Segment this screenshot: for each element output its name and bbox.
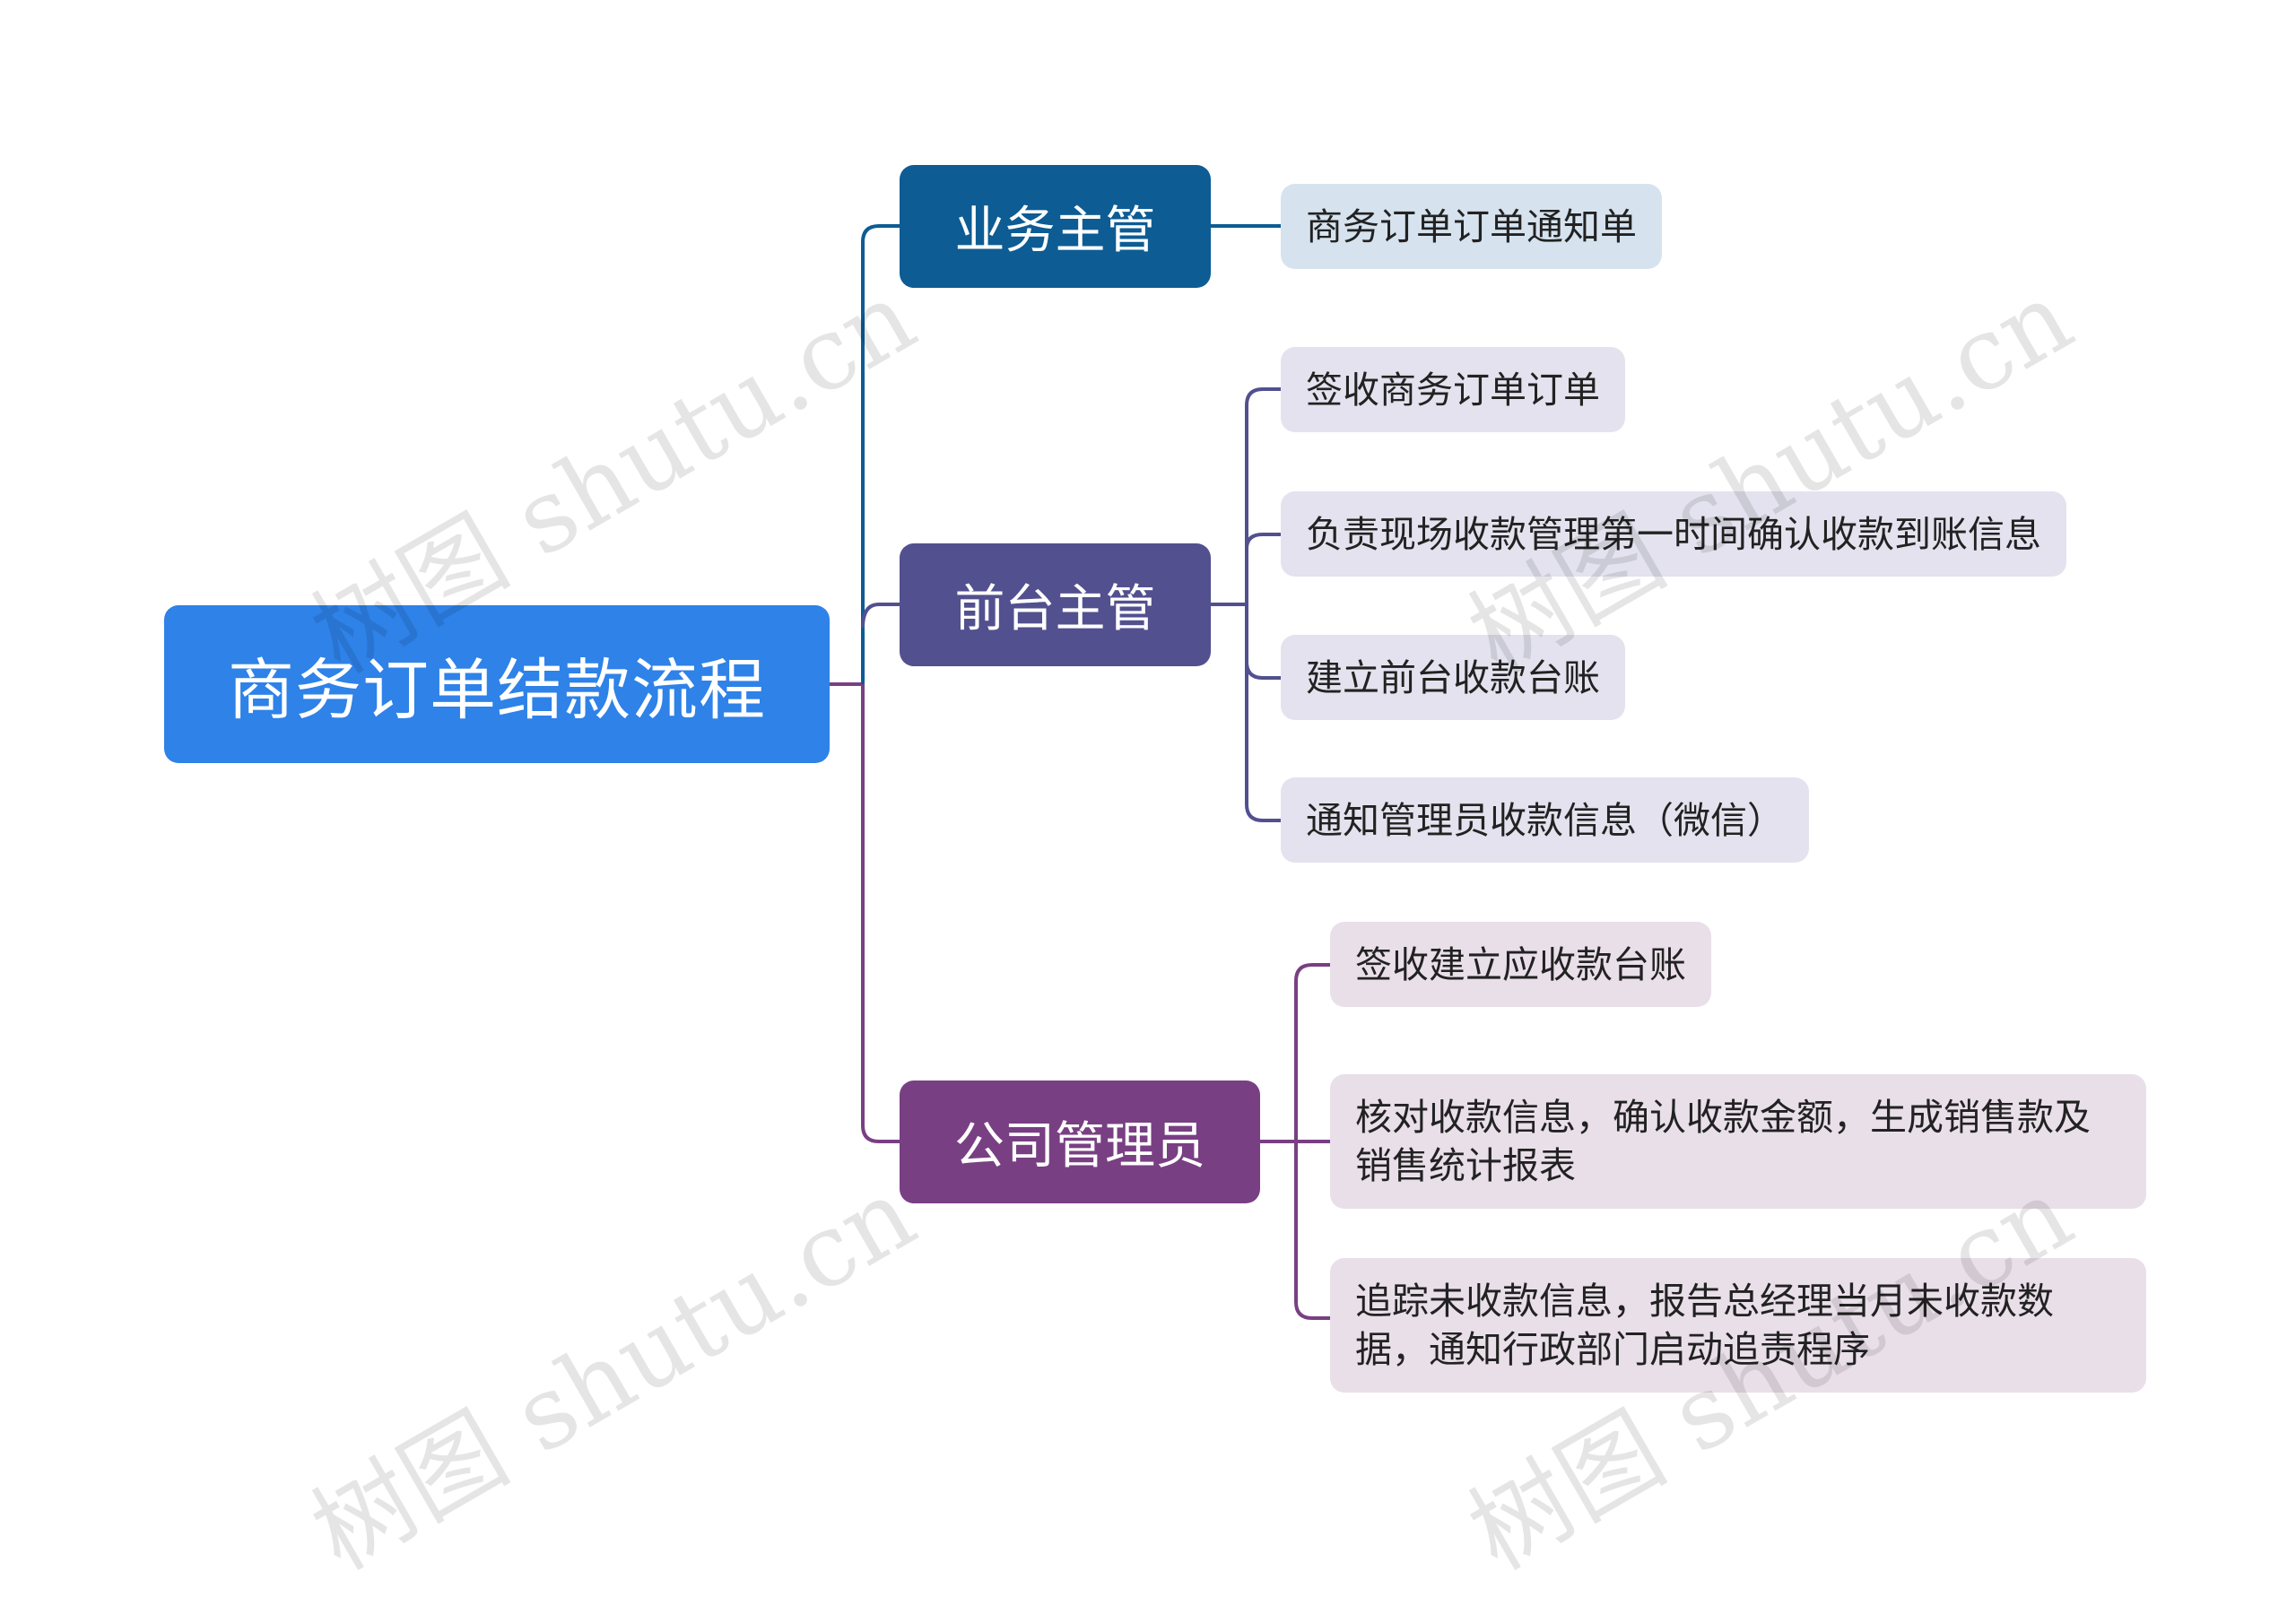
leaf-topic-1-1[interactable]: 商务订单订单通知单 [1281, 184, 1662, 269]
branch-topic-1[interactable]: 业务主管 [900, 165, 1211, 288]
leaf-2-2-connector [1245, 533, 1281, 550]
leaf-3-3-connector [1294, 1141, 1330, 1320]
branch-topic-2[interactable]: 前台主管 [900, 543, 1211, 666]
leaf-topic-2-4[interactable]: 通知管理员收款信息（微信） [1281, 777, 1809, 863]
leaf-topic-3-3[interactable]: 追踪未收款信息，报告总经理当月未收款数据，通知行政部门启动追责程序 [1330, 1258, 2146, 1393]
branch-1-connector [861, 224, 900, 684]
leaf-3-1-connector [1294, 963, 1330, 1141]
leaf-topic-2-3[interactable]: 建立前台收款台账 [1281, 635, 1625, 720]
leaf-2-1-connector [1245, 387, 1281, 604]
leaf-topic-2-1[interactable]: 签收商务订单订单 [1281, 347, 1625, 432]
connector-lines [830, 224, 1330, 1320]
branch-3-connector [861, 684, 900, 1143]
branch-topic-3[interactable]: 公司管理员 [900, 1081, 1260, 1203]
leaf-2-3-connector [1245, 661, 1281, 680]
leaf-topic-3-2[interactable]: 核对收款信息，确认收款金额，生成销售款及销售统计报表 [1330, 1074, 2146, 1209]
leaf-topic-3-1[interactable]: 签收建立应收款台账 [1330, 922, 1711, 1007]
leaf-topic-2-2[interactable]: 负责现场收款管理第一时间确认收款到账信息 [1281, 491, 2066, 577]
branch-2-connector [861, 603, 900, 629]
leaf-2-4-connector [1245, 604, 1281, 822]
root-topic[interactable]: 商务订单结款流程 [164, 605, 830, 763]
